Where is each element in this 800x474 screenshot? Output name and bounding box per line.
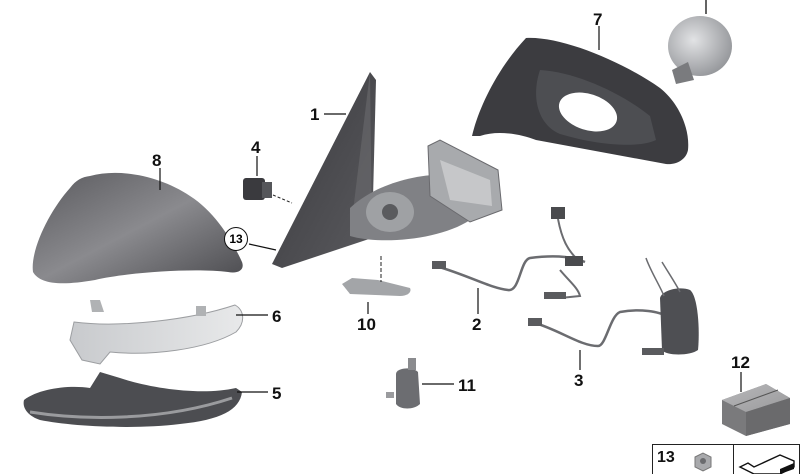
- part-11-motor-unit: [386, 358, 420, 409]
- callout-4: 4: [251, 138, 261, 157]
- part-10-cover-plate: [342, 256, 411, 296]
- part-3-harness-module: [528, 257, 699, 355]
- part-4-connector: [243, 178, 293, 204]
- part-6-turn-signal: [69, 300, 244, 365]
- callout-6: 6: [272, 307, 282, 326]
- hex-nut-icon: [694, 452, 712, 472]
- callout-8: 8: [152, 151, 162, 170]
- legend-box: 13: [652, 444, 800, 474]
- callout-7: 7: [593, 10, 603, 29]
- callout-12: 12: [731, 353, 750, 372]
- callout-10: 10: [357, 315, 376, 334]
- part-8-mirror-cap: [32, 172, 243, 284]
- legend-cell-nut: 13: [653, 445, 734, 474]
- tool-symbol-icon: [738, 454, 795, 474]
- callout-13-circled: 13: [224, 227, 248, 251]
- callout-5: 5: [272, 384, 282, 403]
- leader-lines: [159, 26, 742, 393]
- part-12-box: [722, 384, 790, 436]
- part-5-trim-strip: [23, 372, 242, 427]
- part-2-wiring-harness: [432, 207, 586, 299]
- part-7-mirror-frame: [472, 37, 689, 165]
- part-1-mirror-base: [272, 72, 503, 268]
- callout-2: 2: [472, 315, 482, 334]
- legend-cell-symbol: [734, 445, 799, 474]
- callout-11: 11: [458, 376, 476, 395]
- callout-3: 3: [574, 371, 584, 390]
- part-mirror-glass-motor: [668, 0, 732, 84]
- legend-number: 13: [657, 449, 675, 466]
- callout-1: 1: [310, 105, 320, 124]
